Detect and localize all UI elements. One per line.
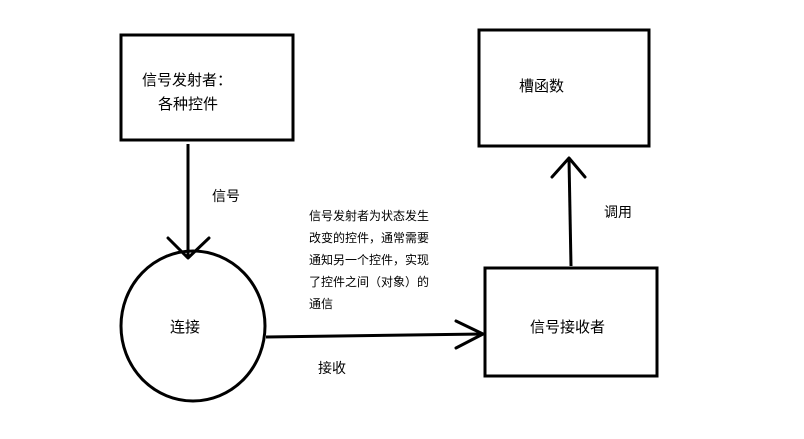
note-text-block: 信号发射者为状态发生 改变的控件，通常需要 通知另一个控件，实现 了控件之间（对… — [309, 208, 429, 311]
arrow-sender-to-connect — [166, 144, 211, 260]
note-line: 通知另一个控件，实现 — [309, 252, 429, 267]
connect-circle — [119, 249, 267, 403]
note-line: 通信 — [309, 297, 333, 311]
sender-box — [119, 33, 295, 142]
receiver-box-label: 信号接收者 — [530, 318, 605, 336]
note-line: 了控件之间（对象）的 — [309, 274, 429, 289]
edge-label-receive: 接收 — [318, 360, 346, 377]
note-line: 改变的控件，通常需要 — [309, 230, 429, 245]
note-line: 信号发射者为状态发生 — [309, 208, 429, 223]
arrow-connect-to-receiver — [265, 319, 485, 350]
edge-label-call: 调用 — [604, 205, 632, 221]
slot-box-label: 槽函数 — [519, 77, 564, 95]
sender-box-subtitle: 各种控件 — [158, 95, 218, 113]
arrow-receiver-to-slot — [550, 156, 587, 267]
edge-label-signal: 信号 — [212, 189, 240, 205]
receiver-box — [483, 266, 659, 378]
slot-box — [477, 28, 651, 148]
connect-circle-label: 连接 — [170, 318, 200, 336]
sender-box-title: 信号发射者： — [142, 71, 232, 89]
